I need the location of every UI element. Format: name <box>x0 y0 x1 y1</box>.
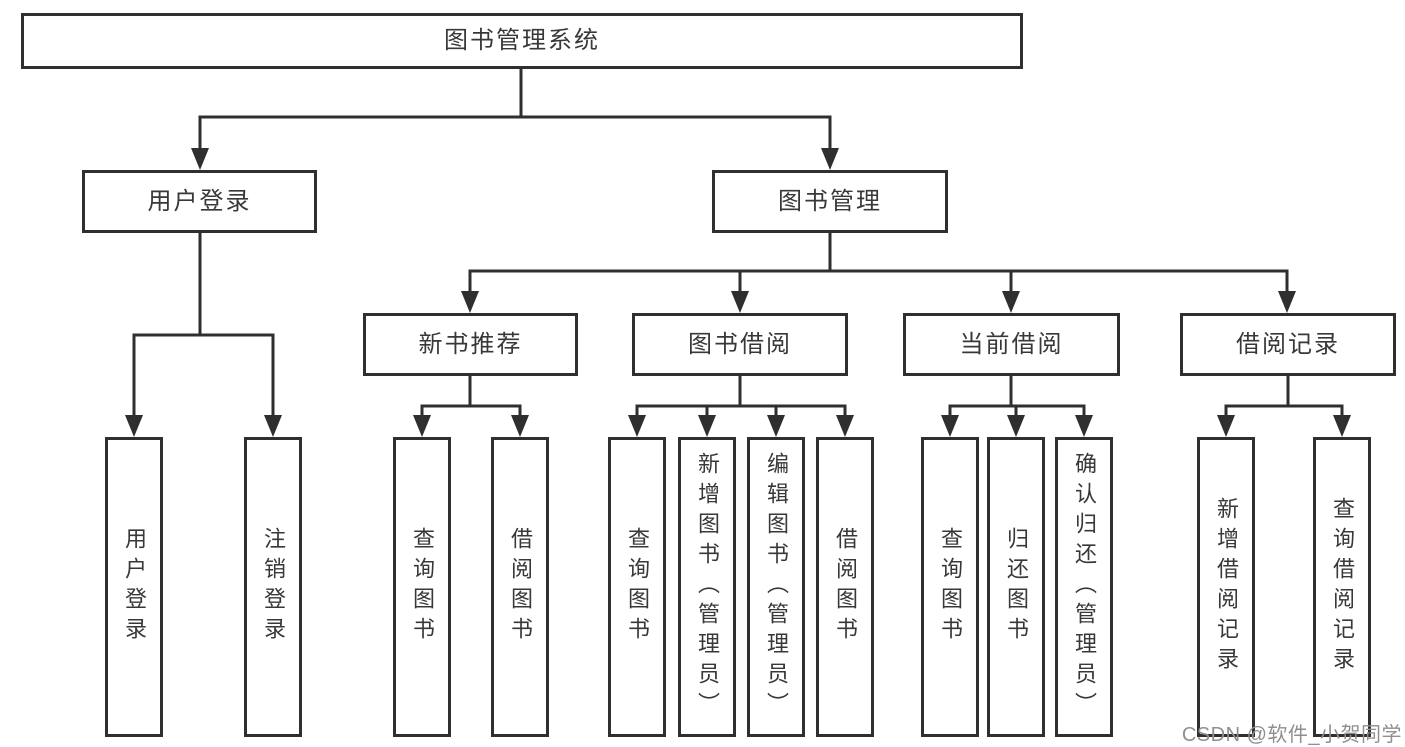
leaf-query-books-borrow: 查询图书 <box>608 437 666 737</box>
node-root: 图书管理系统 <box>21 13 1023 69</box>
leaf-query-books-current: 查询图书 <box>921 437 979 737</box>
leaf-return-books: 归还图书 <box>987 437 1045 737</box>
node-current-borrowing: 当前借阅 <box>903 313 1120 376</box>
leaf-logout: 注销登录 <box>244 437 302 737</box>
node-book-borrowing: 图书借阅 <box>632 313 848 376</box>
tree-connector-lines <box>132 69 1344 420</box>
leaf-user-login: 用户登录 <box>105 437 163 737</box>
leaf-query-books-recommend: 查询图书 <box>393 437 451 737</box>
leaf-borrow-books: 借阅图书 <box>816 437 874 737</box>
leaf-confirm-return-admin: 确认归还（管理员） <box>1055 437 1113 737</box>
leaf-edit-books-admin: 编辑图书（管理员） <box>747 437 805 737</box>
tree-connector-arrowheads <box>125 148 1351 437</box>
leaf-borrow-books-recommend: 借阅图书 <box>491 437 549 737</box>
leaf-add-books-admin: 新增图书（管理员） <box>678 437 736 737</box>
leaf-query-borrow-record: 查询借阅记录 <box>1313 437 1371 737</box>
node-new-book-recommendation: 新书推荐 <box>363 313 578 376</box>
node-book-management: 图书管理 <box>712 170 948 233</box>
csdn-watermark: CSDN @软件_小贺同学 <box>1181 724 1402 746</box>
leaf-add-borrow-record: 新增借阅记录 <box>1197 437 1255 737</box>
node-user-login: 用户登录 <box>82 170 317 233</box>
node-borrowing-records: 借阅记录 <box>1180 313 1396 376</box>
